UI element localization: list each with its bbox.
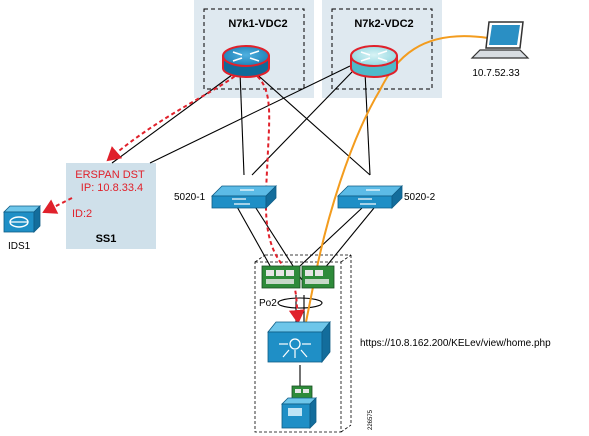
virtual-switch-icon <box>267 320 331 364</box>
figure-id: 226575 <box>368 409 374 430</box>
url-label: https://10.8.162.200/KELev/view/home.php <box>360 338 551 349</box>
erspan-path-to-ids <box>42 197 73 214</box>
n7k2-label: N7k2-VDC2 <box>354 18 413 30</box>
laptop-ip-label: 10.7.52.33 <box>472 68 520 79</box>
switch-icon <box>211 185 277 209</box>
ss1-box <box>66 163 156 249</box>
ids-label: IDS1 <box>8 241 31 252</box>
ids-appliance-icon <box>3 205 41 233</box>
switch1-label: 5020-1 <box>174 192 206 203</box>
virtual-machine-icon <box>281 397 317 429</box>
po2-label: Po2 <box>259 298 277 309</box>
erspan-id: ID:2 <box>72 208 92 220</box>
erspan-title: ERSPAN DST <box>75 169 145 181</box>
switch2-label: 5020-2 <box>404 192 436 203</box>
ss1-label: SS1 <box>96 233 117 245</box>
router-icon <box>350 45 398 78</box>
switch-icon <box>337 185 403 209</box>
n7k1-label: N7k1-VDC2 <box>228 18 287 30</box>
laptop-icon <box>470 21 530 59</box>
erspan-ip: IP: 10.8.33.4 <box>81 182 143 194</box>
po2-bundle <box>277 297 323 309</box>
server-chassis <box>254 254 352 433</box>
management-path <box>305 35 489 323</box>
nic-card-icon <box>301 265 335 289</box>
erspan-path-to-ss1 <box>106 71 241 162</box>
nic-card-icon <box>261 265 301 289</box>
router-icon <box>222 45 270 78</box>
